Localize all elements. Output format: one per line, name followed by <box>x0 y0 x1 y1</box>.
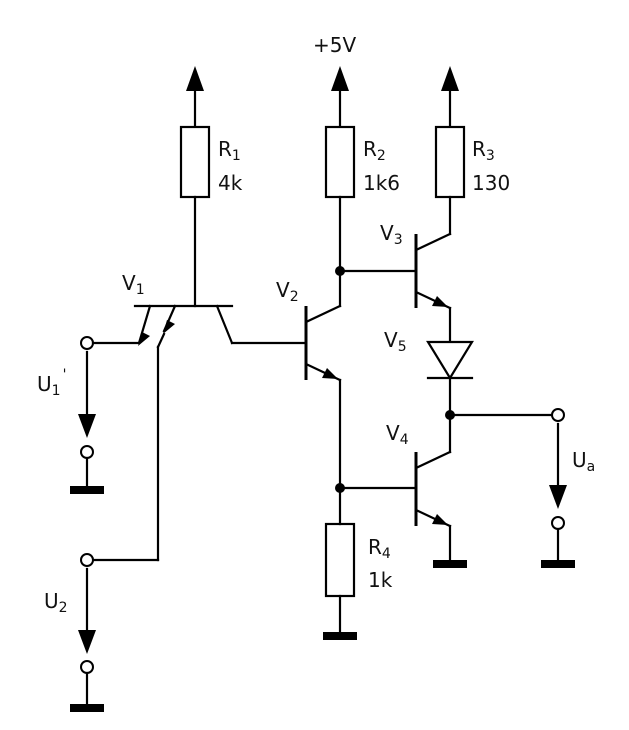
r2-label: R2 <box>363 137 386 164</box>
resistor-r1 <box>179 125 211 199</box>
u1-label: U1' <box>37 367 66 399</box>
v5-label: V5 <box>384 328 407 355</box>
v1-label: V1 <box>122 271 145 298</box>
r3-label: R3 <box>472 137 495 164</box>
ground-r4 <box>323 632 357 640</box>
supply-label: +5V <box>313 33 356 57</box>
supply-arrow-r1 <box>186 66 204 128</box>
resistor-r3 <box>434 125 466 199</box>
output-ua <box>541 408 575 568</box>
input-u2 <box>70 332 166 712</box>
resistor-r2 <box>324 125 356 199</box>
transistor-v1 <box>133 195 234 346</box>
supply-arrow-r3 <box>441 66 459 128</box>
ua-label: Ua <box>572 448 595 475</box>
v4-label: V4 <box>386 421 409 448</box>
v3-label: V3 <box>380 221 403 248</box>
resistor-r4 <box>324 522 356 598</box>
diode-v5 <box>426 306 474 454</box>
r1-label: R1 <box>218 137 241 164</box>
r3-value: 130 <box>472 171 510 195</box>
supply-arrow-r2 <box>331 66 349 128</box>
v2-label: V2 <box>276 278 299 305</box>
transistor-v3 <box>414 232 452 310</box>
r1-value: 4k <box>218 171 243 195</box>
input-u1 <box>70 336 141 494</box>
u2-label: U2 <box>44 589 68 616</box>
r2-value: 1k6 <box>363 171 400 195</box>
transistor-v4 <box>414 450 467 568</box>
transistor-v2 <box>304 304 342 382</box>
r4-label: R4 <box>368 535 391 562</box>
r4-value: 1k <box>368 568 393 592</box>
